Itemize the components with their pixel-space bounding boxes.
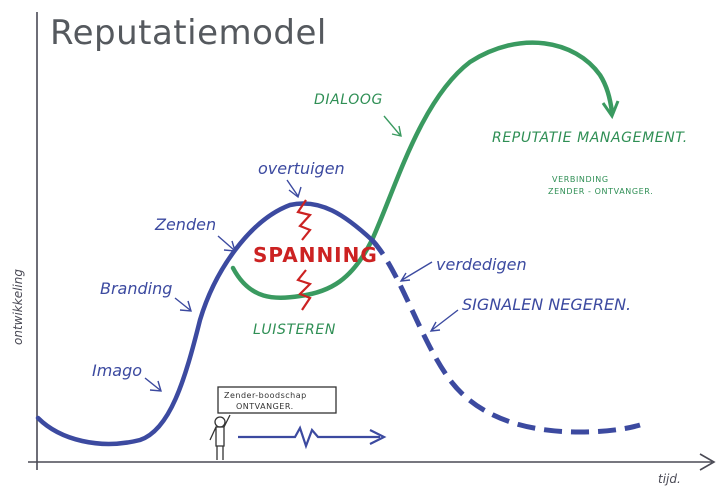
bottom-squiggle — [296, 269, 313, 311]
zenden-pointer — [217, 235, 236, 252]
signal-arrow — [238, 425, 380, 450]
green-arrowhead — [601, 100, 620, 120]
y-axis-label: ontwikkeling — [11, 269, 25, 345]
imago-pointer — [144, 377, 162, 392]
dialoog-label: DIALOOG — [314, 92, 383, 108]
reputatie-management-label: REPUTATIE MANAGEMENT. — [492, 130, 688, 146]
sign-line-1: Zender-boodschap — [224, 391, 307, 400]
diagram-title: Reputatiemodel — [50, 13, 327, 53]
imago-label: Imago — [92, 361, 142, 380]
dialoog-pointer — [383, 115, 402, 137]
signalen-negeren-label: SIGNALEN NEGEREN. — [462, 295, 631, 314]
x-axis-label: tijd. — [658, 472, 681, 486]
verdedigen-pointer — [399, 261, 433, 282]
signal-arrowhead — [369, 429, 387, 445]
luisteren-label: LUISTEREN — [253, 322, 336, 338]
sign-line-2: ONTVANGER. — [236, 402, 294, 411]
zenden-label: Zenden — [154, 215, 216, 234]
branding-label: Branding — [100, 279, 172, 298]
verbinding-line-1: VERBINDING — [552, 175, 609, 184]
overtuigen-label: overtuigen — [258, 159, 345, 178]
spanning-label: SPANNING — [253, 243, 378, 267]
person-figure — [209, 414, 231, 460]
blue-dashed-curve — [370, 238, 641, 435]
branding-pointer — [174, 297, 192, 312]
x-axis-arrowhead — [699, 453, 716, 471]
verdedigen-label: verdedigen — [436, 255, 527, 274]
sign-board — [217, 386, 337, 414]
green-curve — [230, 40, 615, 301]
top-squiggle — [296, 199, 313, 241]
verbinding-line-2: ZENDER - ONTVANGER. — [548, 187, 653, 196]
overtuigen-pointer — [286, 179, 302, 199]
signalen-pointer — [429, 309, 459, 332]
blue-curve — [35, 201, 375, 447]
